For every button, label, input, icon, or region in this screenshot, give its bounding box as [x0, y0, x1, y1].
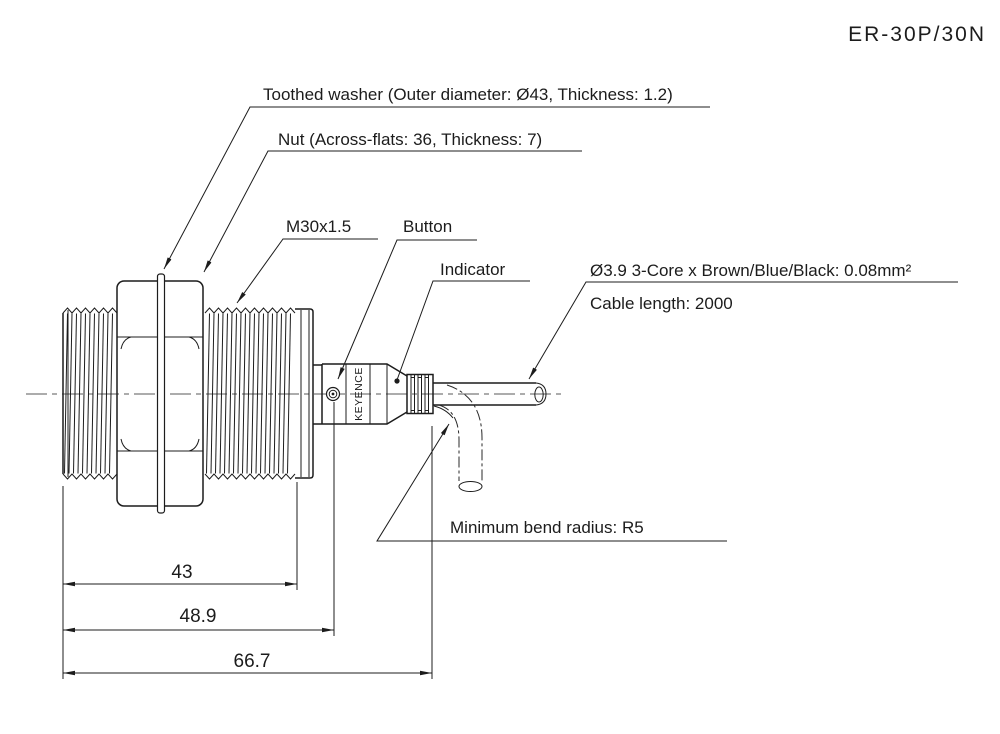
nut-leader	[203, 150, 582, 273]
sensing-face	[62, 310, 69, 477]
bent-cable-phantom	[433, 384, 483, 492]
toothed-washer-leader	[163, 106, 710, 270]
dim-text-66-7: 66.7	[234, 651, 271, 672]
callout-leaders	[163, 106, 958, 542]
cable-spec-label: Ø3.9 3-Core x Brown/Blue/Black: 0.08mm²	[590, 261, 912, 280]
button-label: Button	[403, 217, 452, 236]
brand-text: KEYENCE	[353, 367, 365, 421]
indicator-label: Indicator	[440, 260, 506, 279]
strain-relief	[406, 373, 434, 415]
dimension-lines	[62, 402, 433, 679]
thread-sections	[62, 307, 296, 480]
indicator-leader-dot	[394, 378, 400, 384]
cable-length-label: Cable length: 2000	[590, 294, 733, 313]
button-part	[325, 386, 341, 402]
model-title: ER-30P/30N	[848, 23, 986, 46]
bend-radius-leader	[376, 423, 727, 542]
dim-text-48-9: 48.9	[180, 606, 217, 627]
cable	[433, 382, 547, 406]
nut-label: Nut (Across-flats: 36, Thickness: 7)	[278, 130, 542, 149]
rear-housing: KEYENCE	[313, 363, 408, 425]
thread-spec-label: M30x1.5	[286, 217, 351, 236]
button-leader	[337, 239, 477, 380]
bend-radius-label: Minimum bend radius: R5	[450, 518, 644, 537]
toothed-washer-label: Toothed washer (Outer diameter: Ø43, Thi…	[263, 85, 673, 104]
indicator-leader	[396, 280, 530, 381]
toothed-washer-part	[156, 273, 166, 514]
dim-text-43: 43	[171, 562, 192, 583]
body-end-face	[295, 308, 314, 479]
thread-spec-leader	[236, 238, 378, 304]
cable-spec-leader	[528, 281, 958, 380]
